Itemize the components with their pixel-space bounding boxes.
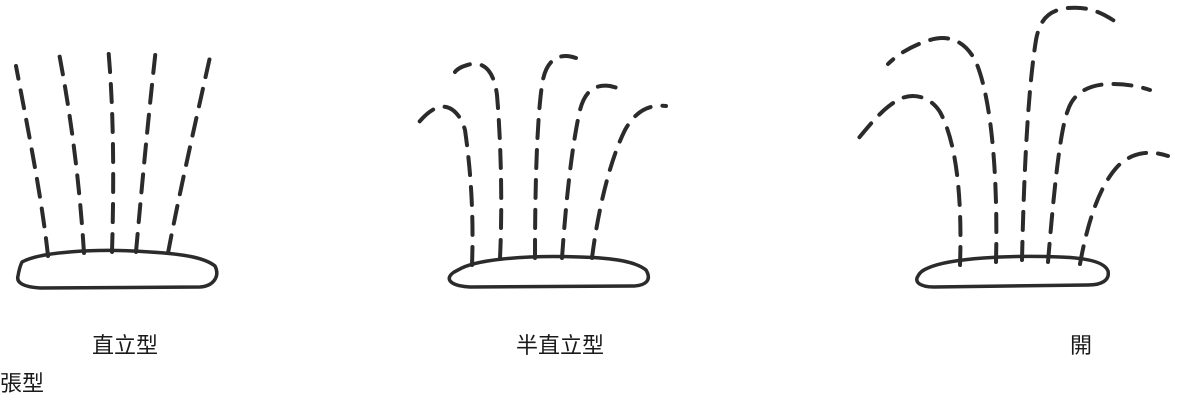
semi-upright-plant-drawing [414,54,668,289]
semi-upright-stem-3 [533,54,578,260]
upright-stem-3 [106,44,116,254]
spreading-stem-4 [1046,82,1152,264]
upright-stem-2 [56,46,86,255]
upright-plant-base [15,248,219,290]
spreading-plant-drawing [850,5,1170,289]
growth-habit-drawings [14,5,1170,290]
semi-upright-plant-base [447,254,651,289]
semi-upright-stem-2 [453,61,504,260]
upright-type-caption: 直立型 [92,334,159,359]
spreading-stem-1 [850,94,963,267]
semi-upright-stem-4 [560,83,620,260]
spreading-type-caption-line1: 開 [1070,334,1093,359]
upright-plant-drawing [14,44,219,290]
semi-upright-stem-1 [414,104,475,267]
spreading-plant-base [915,254,1111,289]
spreading-stem-5 [1078,150,1170,266]
upright-stem-5 [166,46,214,255]
spreading-stem-3 [1020,5,1118,262]
spreading-type-caption-line2: 張型 [0,372,45,397]
semi-upright-stem-5 [590,103,668,260]
upright-stem-4 [134,46,158,254]
upright-stem-1 [14,64,50,258]
semi-upright-type-caption: 半直立型 [516,334,605,359]
spreading-stem-2 [886,36,999,264]
